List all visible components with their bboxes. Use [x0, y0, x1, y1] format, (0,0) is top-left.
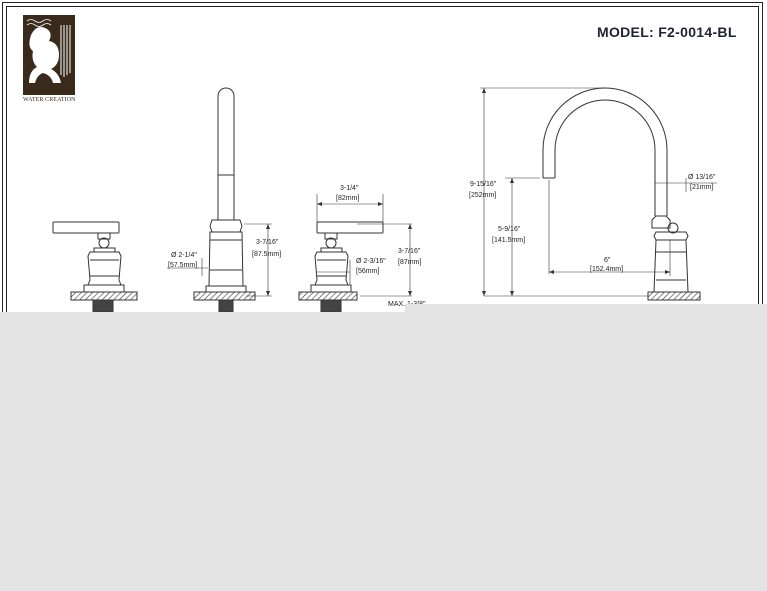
dim-spout-total-height: 9-15/16"	[470, 181, 497, 188]
dim-right-handle-height: 3-7/16"	[398, 248, 421, 255]
model-number: MODEL: F2-0014-BL	[597, 24, 737, 40]
unrendered-region	[405, 304, 767, 312]
dim-handle-base-dia: Ø 2-1/4"	[171, 252, 197, 259]
left-handle-elevation	[52, 221, 138, 312]
dim-spout-base-height: 3-7/16"	[256, 239, 279, 246]
dim-right-handle-dia: Ø 2-3/16"	[356, 258, 386, 265]
logo-emblem	[23, 15, 75, 95]
spout-side-elevation	[193, 87, 256, 312]
dim-right-handle-height-mm: [87mm]	[398, 259, 421, 266]
sheet-border-inner	[6, 6, 759, 312]
dim-lever-length: 3-1/4"	[340, 185, 359, 192]
dim-spout-outlet-height: 5-9/16"	[498, 226, 521, 233]
dim-spout-base-height-mm: [87.5mm]	[252, 251, 281, 258]
dim-spout-dia-mm: [21mm]	[690, 184, 713, 191]
logo-text: WATER CREATION	[23, 97, 76, 103]
dim-spout-outlet-height-mm: [141.5mm]	[492, 237, 525, 244]
dim-handle-base-mm: [57.5mm]	[168, 262, 197, 269]
right-handle-elevation	[298, 221, 384, 312]
dim-spout-total-height-mm: [252mm]	[469, 192, 496, 199]
dim-spout-reach-mm: [152.4mm]	[590, 266, 623, 273]
faucet-technical-drawing: Ø 2-1/4" [57.5mm] 3-7/16" [87.5mm] 3-1/4…	[52, 87, 717, 312]
sheet-border-outer	[2, 2, 763, 312]
dim-right-handle-dia-mm: [56mm]	[356, 268, 379, 275]
drawing-sheet: WATER CREATION MODEL: F2-0014-BL	[0, 0, 767, 312]
dim-spout-dia: Ø 13/16"	[688, 174, 716, 181]
dim-lever-length-mm: [82mm]	[336, 195, 359, 202]
dim-spout-reach: 6"	[604, 257, 611, 264]
brand-logo: WATER CREATION	[23, 15, 76, 107]
logo-figure-icon	[26, 19, 71, 83]
